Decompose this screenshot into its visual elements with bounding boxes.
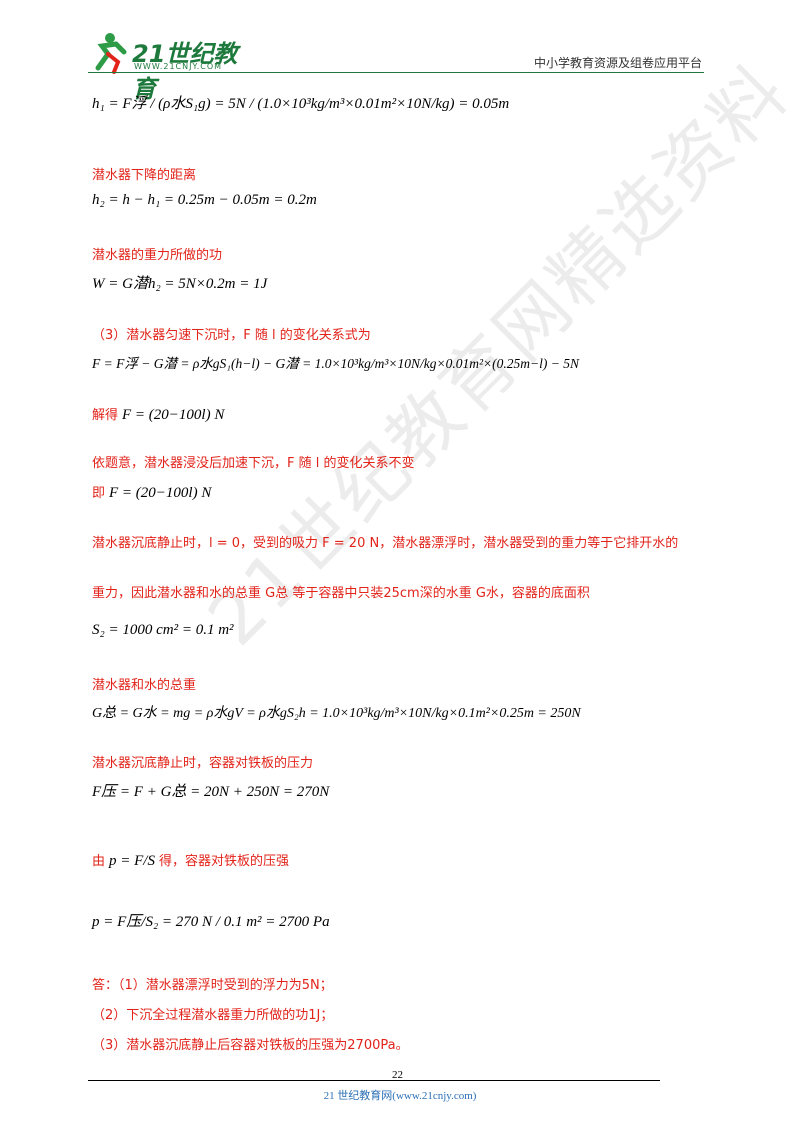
by-line: 由 p = F/S 得，容器对铁板的压强 (92, 850, 289, 870)
watermark: 21世纪教育网精选资料 (192, 47, 800, 662)
eq-f: F = F浮 − G潜 = ρ水gS₁(h−l) − G潜 = 1.0×10³k… (92, 356, 579, 371)
by-eq: p = F/S (109, 853, 155, 869)
text-work: 潜水器的重力所做的功 (92, 248, 223, 263)
answer-3: （3）潜水器沉底静止后容器对铁板的压强为2700Pa。 (92, 1038, 409, 1053)
solve-eq: F = (20−100l) N (122, 407, 225, 423)
logo: 21世纪教育 WWW.21CNJY.COM (88, 28, 258, 103)
eq-gtotal: G总 = G水 = mg = ρ水gV = ρ水gS₂h = 1.0×10³kg… (92, 706, 581, 721)
logo-url: WWW.21CNJY.COM (134, 62, 223, 71)
text-bottom1: 潜水器沉底静止时，l = 0，受到的吸力 F = 20 N，潜水器漂浮时，潜水器… (92, 536, 679, 551)
eq-h1: h₁ = F浮 / (ρ水S₁g) = 5N / (1.0×10³kg/m³×0… (92, 92, 509, 113)
page-number: 22 (392, 1069, 403, 1081)
text-total: 潜水器和水的总重 (92, 678, 197, 693)
header-divider (88, 72, 704, 73)
footer-site: 21 世纪教育网(www.21cnjy.com) (323, 1090, 477, 1102)
by-post: 得，容器对铁板的压强 (158, 854, 289, 869)
ji-label: 即 (92, 486, 106, 501)
eq-s2: S₂ = 1000 cm² = 0.1 m² (92, 622, 234, 638)
answer-2: （2）下沉全过程潜水器重力所做的功1J； (92, 1008, 334, 1023)
platform-name: 中小学教育资源及组卷应用平台 (533, 56, 702, 70)
eq-p: p = F压/S₂ = 270 N / 0.1 m² = 2700 Pa (92, 914, 330, 930)
by-label: 由 (92, 854, 106, 869)
text-part3: （3）潜水器匀速下沉时，F 随 l 的变化关系式为 (92, 328, 371, 343)
text-accel: 依题意，潜水器浸没后加速下沉，F 随 l 的变化关系不变 (92, 456, 415, 471)
eq-h2: h₂ = h − h₁ = 0.25m − 0.05m = 0.2m (92, 192, 317, 208)
eq-h1-text: h₁ = F浮 / (ρ水S₁g) = 5N / (1.0×10³kg/m³×0… (92, 96, 510, 112)
eq-fpress: F压 = F + G总 = 20N + 250N = 270N (92, 784, 330, 800)
solve-line: 解得 F = (20−100l) N (92, 404, 224, 424)
logo-text: 21世纪教育 (132, 40, 238, 103)
text-pressure-force: 潜水器沉底静止时，容器对铁板的压力 (92, 756, 314, 771)
text-descent: 潜水器下降的距离 (92, 168, 197, 183)
ji-line: 即 F = (20−100l) N (92, 482, 211, 502)
answer-1: 答：（1）潜水器漂浮时受到的浮力为5N； (92, 978, 333, 993)
footer-divider (88, 1080, 660, 1081)
runner-logo-icon (95, 33, 127, 74)
text-bottom2: 重力，因此潜水器和水的总重 G总 等于容器中只装25cm深的水重 G水，容器的底… (92, 586, 590, 601)
ji-eq: F = (20−100l) N (109, 485, 212, 501)
solve-label: 解得 (92, 408, 119, 423)
eq-w: W = G潜h₂ = 5N×0.2m = 1J (92, 276, 268, 292)
